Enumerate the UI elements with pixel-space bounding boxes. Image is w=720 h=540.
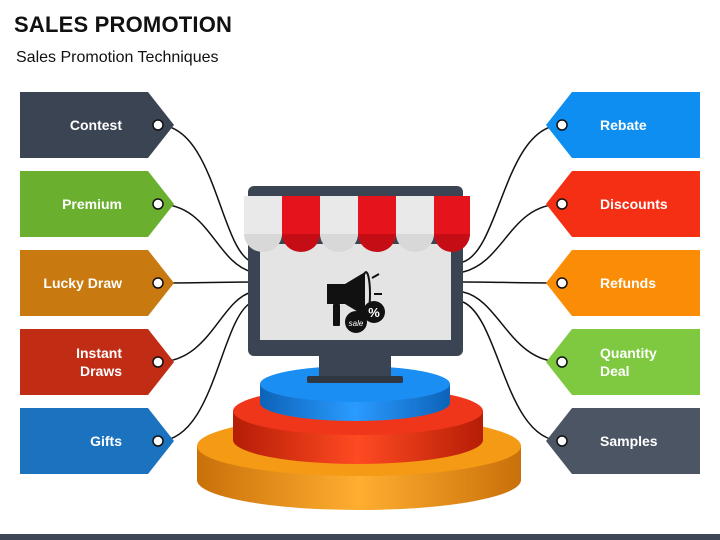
tag-label: Refunds (600, 274, 656, 291)
tag-samples: Samples (546, 408, 700, 474)
tag-hole-icon (556, 435, 568, 447)
page-title: SALES PROMOTION (14, 12, 233, 37)
tag-refunds: Refunds (546, 250, 700, 316)
tag-hole-icon (152, 435, 164, 447)
percent-badge-text: % (368, 305, 380, 320)
tag-hole-icon (152, 277, 164, 289)
monitor-neck (319, 356, 391, 378)
tag-label: Lucky Draw (43, 274, 122, 291)
sale-badge-icon: sale (345, 311, 367, 333)
tag-label: Discounts (600, 195, 668, 212)
tag-instant-draws: Instant Draws (20, 329, 174, 395)
tag-hole-icon (152, 356, 164, 368)
tag-label: Contest (69, 116, 122, 133)
tag-label: Instant Draws (76, 344, 122, 379)
tag-label: Gifts (90, 432, 122, 449)
tag-quantity-deal: Quantity Deal (546, 329, 700, 395)
tag-hole-icon (556, 119, 568, 131)
podium-tier-top (260, 366, 450, 421)
tag-label: Rebate (600, 116, 647, 133)
tag-gifts: Gifts (20, 408, 174, 474)
tag-contest: Contest (20, 92, 174, 158)
tag-hole-icon (152, 119, 164, 131)
tag-hole-icon (152, 198, 164, 210)
footer-bar (0, 534, 720, 540)
tag-rebate: Rebate (546, 92, 700, 158)
tag-label: Premium (62, 195, 122, 212)
awning-icon (244, 196, 470, 252)
page-subtitle: Sales Promotion Techniques (16, 49, 219, 66)
monitor-base (307, 376, 403, 383)
sale-badge-text: sale (349, 319, 364, 328)
percent-badge-icon: % (363, 301, 385, 323)
tag-lucky-draw: Lucky Draw (20, 250, 174, 316)
tag-hole-icon (556, 277, 568, 289)
tag-hole-icon (556, 356, 568, 368)
tag-label: Samples (600, 432, 658, 449)
megaphone-icon (327, 271, 382, 326)
tag-discounts: Discounts (546, 171, 700, 237)
tag-label: Quantity Deal (600, 344, 657, 379)
tag-premium: Premium (20, 171, 174, 237)
tag-hole-icon (556, 198, 568, 210)
